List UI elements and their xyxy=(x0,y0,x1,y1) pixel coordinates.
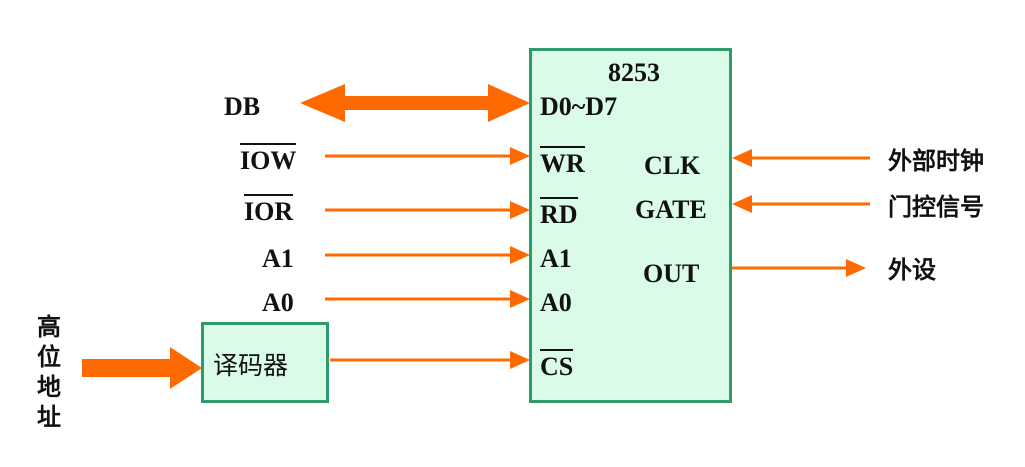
high-address-char: 位 xyxy=(37,343,61,371)
high-address-char: 地 xyxy=(37,373,61,401)
out-arrowhead xyxy=(846,259,866,277)
peripheral-label: 外设 xyxy=(888,256,936,284)
clk-arrowhead xyxy=(732,149,752,167)
external-clock-label: 外部时钟 xyxy=(888,147,984,175)
decoder-label: 译码器 xyxy=(213,351,289,380)
pin-a1: A1 xyxy=(540,244,572,273)
signal-a1: A1 xyxy=(262,244,294,273)
a1-arrowhead xyxy=(510,246,530,264)
high-address-arrow xyxy=(82,347,202,389)
pin-wr: WR xyxy=(540,146,585,179)
db-bus-arrow xyxy=(300,84,530,122)
a0-arrowhead xyxy=(510,290,530,308)
ior-arrowhead xyxy=(510,201,530,219)
signal-a0: A0 xyxy=(262,288,294,317)
iow-arrowhead xyxy=(510,147,530,165)
signal-db: DB xyxy=(224,92,261,121)
high-address-char: 址 xyxy=(37,403,61,431)
decoder-box xyxy=(201,322,329,403)
high-address-char: 高 xyxy=(37,313,61,341)
gate-arrowhead xyxy=(732,195,752,213)
signal-iow: IOW xyxy=(240,143,297,176)
cs-arrowhead xyxy=(510,351,530,369)
pin-clk: CLK xyxy=(644,151,701,180)
chip-8253-box xyxy=(529,48,732,403)
pin-cs: CS xyxy=(540,349,574,382)
high-address-label: 高 位 地 址 xyxy=(34,312,64,432)
pin-d0-d7: D0~D7 xyxy=(540,92,618,121)
pin-a0: A0 xyxy=(540,288,572,317)
pin-rd: RD xyxy=(540,197,578,230)
pin-out: OUT xyxy=(643,259,700,288)
pin-gate: GATE xyxy=(635,195,707,224)
chip-title: 8253 xyxy=(608,58,660,87)
gate-signal-label: 门控信号 xyxy=(888,193,984,221)
signal-ior: IOR xyxy=(244,194,294,227)
